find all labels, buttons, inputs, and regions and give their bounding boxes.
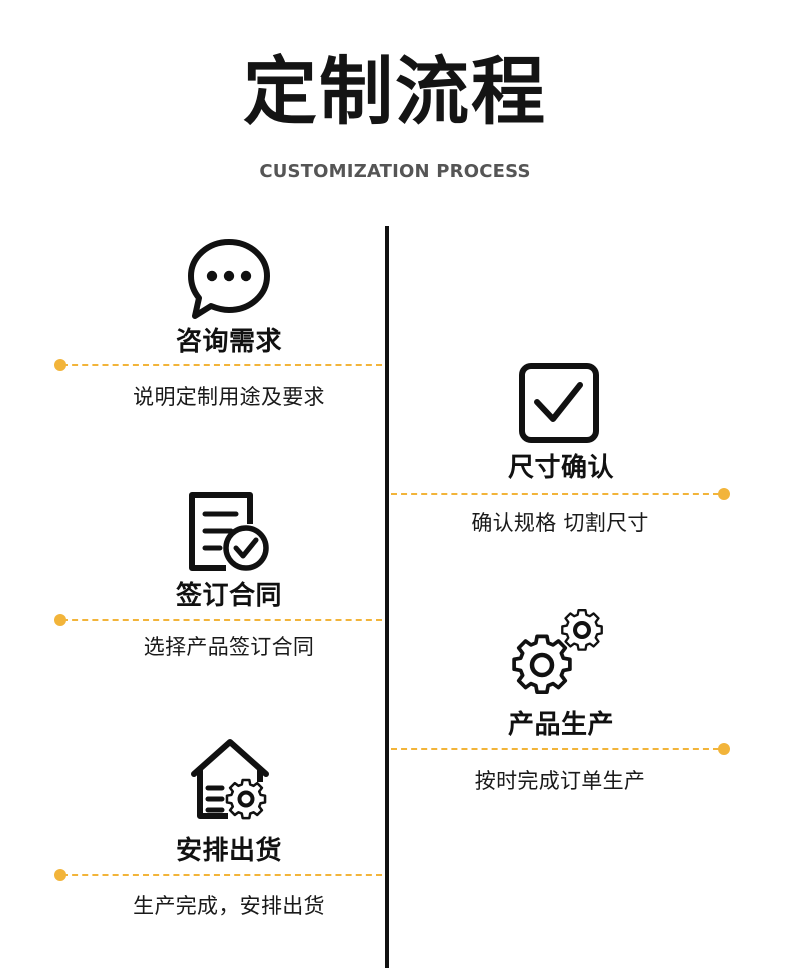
- step-connector-shipping: [62, 874, 382, 876]
- step-title-production: 产品生产: [507, 710, 614, 740]
- step-title-consult: 咨询需求: [175, 327, 282, 357]
- step-desc-consult: 说明定制用途及要求: [133, 385, 325, 409]
- contract-check-icon: [189, 492, 269, 571]
- step-dot-consult: [54, 359, 66, 371]
- warehouse-gear-icon: [191, 739, 269, 820]
- timeline-divider: [385, 226, 389, 968]
- step-desc-size-confirm: 确认规格 切割尺寸: [471, 511, 649, 535]
- step-connector-consult: [62, 364, 382, 366]
- gears-icon: [512, 609, 603, 695]
- step-dot-size-confirm: [718, 488, 730, 500]
- step-connector-production: [391, 748, 719, 750]
- step-title-size-confirm: 尺寸确认: [507, 453, 614, 483]
- step-dot-production: [718, 743, 730, 755]
- page-title: 定制流程: [243, 49, 547, 135]
- step-connector-size-confirm: [391, 493, 719, 495]
- checkbox-icon: [519, 363, 599, 443]
- page-subtitle: CUSTOMIZATION PROCESS: [259, 161, 531, 182]
- chat-bubble-icon: [188, 239, 270, 319]
- step-dot-contract: [54, 614, 66, 626]
- step-connector-contract: [62, 619, 382, 621]
- step-desc-shipping: 生产完成，安排出货: [133, 894, 325, 918]
- step-title-shipping: 安排出货: [175, 836, 282, 866]
- step-desc-contract: 选择产品签订合同: [143, 635, 315, 659]
- step-title-contract: 签订合同: [175, 581, 282, 611]
- step-desc-production: 按时完成订单生产: [474, 769, 646, 793]
- step-dot-shipping: [54, 869, 66, 881]
